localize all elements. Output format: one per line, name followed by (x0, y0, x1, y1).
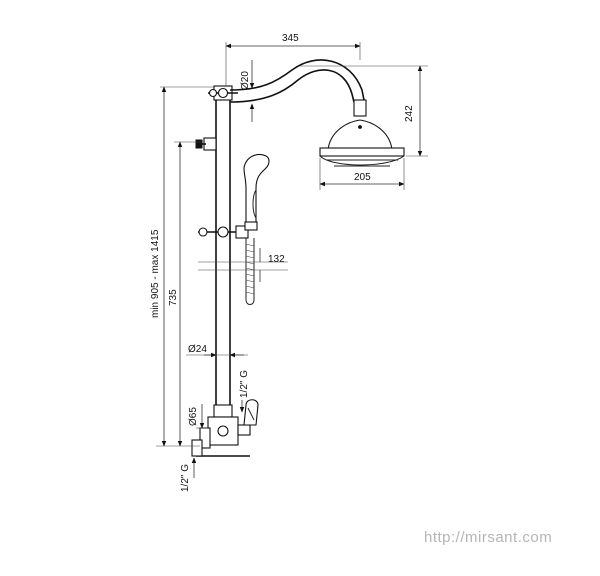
watermark-text: http://mirsant.com (424, 529, 552, 546)
gooseneck-arm (229, 59, 365, 103)
dimension-inlet-thread: 1/2" G (180, 457, 197, 492)
shower-hose (245, 238, 255, 305)
dimension-head-height: 242 (300, 65, 428, 157)
top-diverter-handle (208, 87, 238, 99)
upper-side-valve (195, 137, 217, 151)
rain-shower-head (319, 99, 405, 167)
slider-cross-handle (198, 225, 249, 239)
dimension-arm-reach: 345 (225, 33, 361, 86)
riser-pipe (213, 85, 233, 405)
dimension-riser-thread: 1/2" G (239, 370, 250, 413)
dimension-head-height-label: 242 (404, 105, 415, 122)
dimension-total-height-label: min 905 - max 1415 (150, 229, 161, 318)
dimension-mixer-diameter-label: Ø65 (188, 407, 199, 426)
dimension-lower-height-label: 735 (168, 289, 179, 306)
dimension-lower-height: 735 (168, 141, 204, 447)
dimension-mixer-diameter: Ø65 (188, 404, 208, 429)
dimension-inlet-thread-label: 1/2" G (180, 464, 191, 492)
dimension-handshower-offset-label: 132 (268, 254, 285, 265)
dimension-arm-pipe-diameter-label: Ø20 (240, 71, 251, 90)
hand-shower (243, 153, 270, 231)
dimension-arm-reach-label: 345 (282, 33, 299, 44)
dimension-arm-pipe-diameter: Ø20 (240, 60, 255, 122)
dimension-riser-thread-label: 1/2" G (239, 370, 250, 398)
dimension-head-diameter: 205 (319, 158, 405, 190)
dimension-riser-diameter: Ø24 (186, 344, 248, 358)
dimension-handshower-offset: 132 (198, 248, 288, 282)
mixer-lever-handle (237, 399, 259, 436)
dimension-head-diameter-label: 205 (354, 172, 371, 183)
mixer-side-knob (191, 439, 203, 457)
dimension-riser-diameter-label: Ø24 (188, 344, 207, 355)
